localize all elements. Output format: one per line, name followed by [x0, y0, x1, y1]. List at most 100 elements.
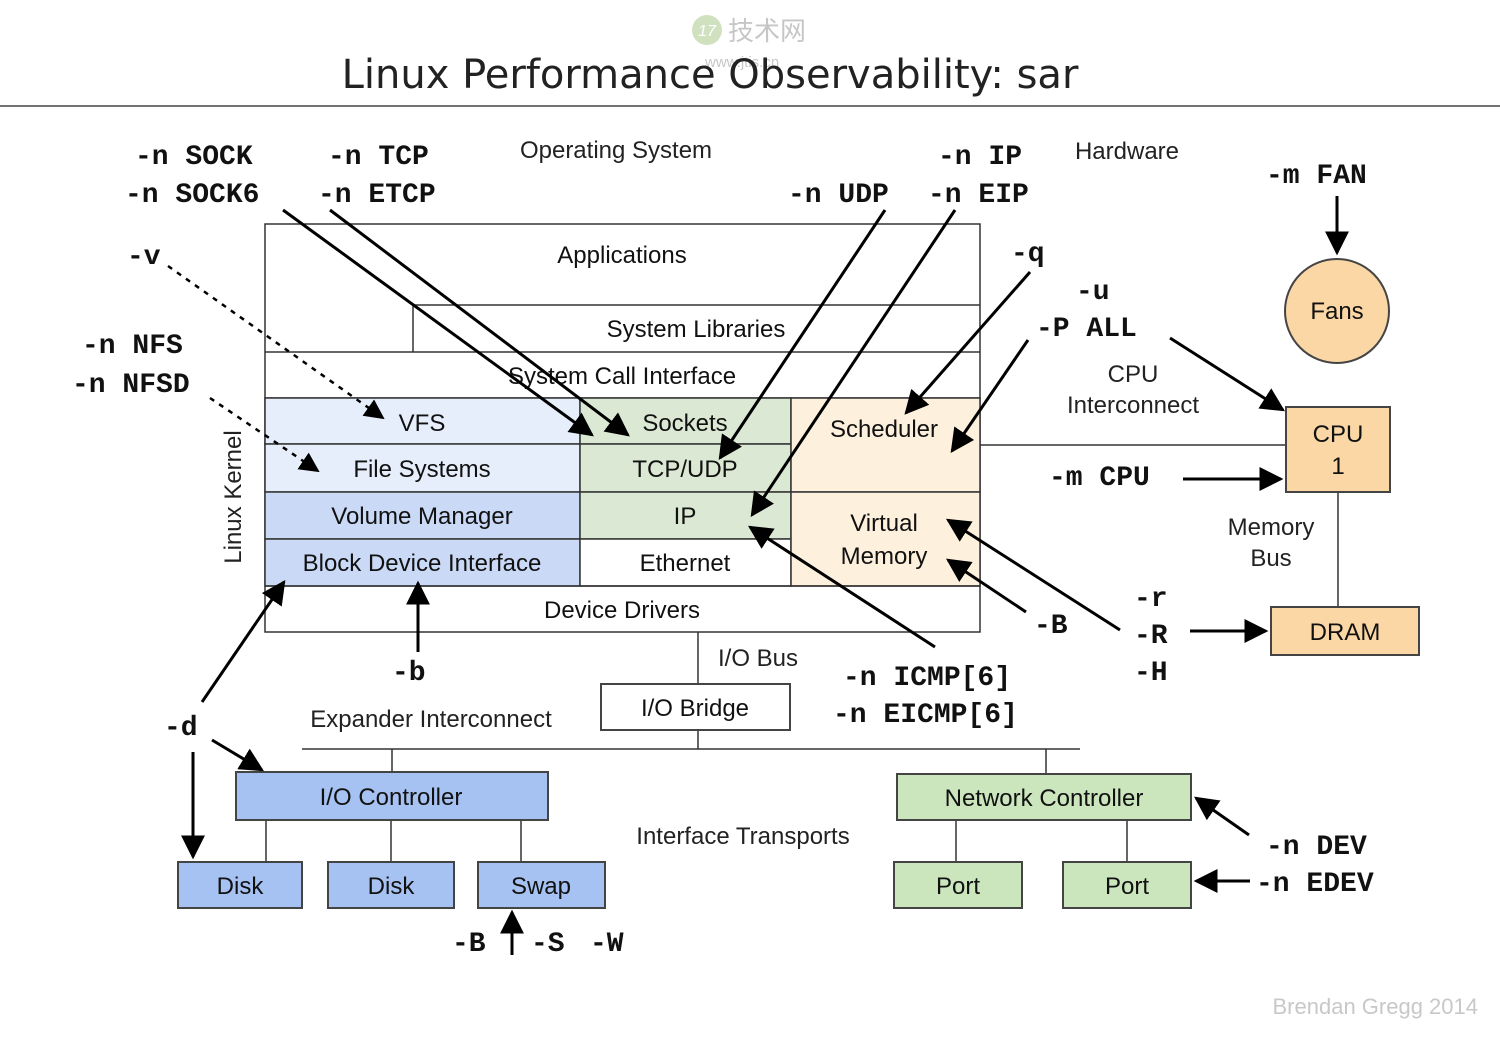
- disk-box-1: [177, 861, 303, 909]
- cpu-interconnect-label-1: CPU: [1108, 361, 1159, 388]
- io-controller-box: [235, 771, 549, 821]
- opt-m-fan: -m FAN: [1266, 161, 1367, 192]
- cpu-label-2: 1: [1331, 453, 1344, 480]
- tcp-udp-box: [579, 443, 792, 493]
- arrow-sock-to-sockets: [282, 208, 594, 437]
- network-controller-box: [896, 773, 1192, 821]
- opt-b-upper-vm: -B: [1034, 611, 1068, 642]
- opt-u: -u: [1076, 277, 1110, 308]
- memory-bus-label-1: Memory: [1228, 514, 1315, 541]
- ethernet-label: Ethernet: [640, 550, 731, 577]
- tcp-udp-label: TCP/UDP: [632, 456, 737, 483]
- disk-box-2: [327, 861, 455, 909]
- opt-m-cpu: -m CPU: [1049, 463, 1150, 494]
- watermark: 17 技术网 www.jtis.cn: [692, 15, 806, 71]
- block-device-interface-box: [264, 538, 581, 587]
- device-drivers-label: Device Drivers: [544, 597, 700, 624]
- linux-kernel-label: Linux Kernel: [220, 430, 247, 563]
- arrow-b-to-vm: [946, 558, 1027, 614]
- virtual-memory-label-2: Memory: [841, 543, 928, 570]
- opt-n-sock: -n SOCK: [135, 142, 253, 173]
- opt-swap-w: -W: [590, 929, 624, 960]
- cpu-label-1: CPU: [1313, 421, 1364, 448]
- opt-n-edev: -n EDEV: [1256, 869, 1374, 900]
- file-systems-label: File Systems: [353, 456, 490, 483]
- arrow-d-to-io-controller: [211, 738, 265, 772]
- page-title: Linux Performance Observability: sar: [342, 52, 1079, 98]
- fans-label: Fans: [1310, 298, 1363, 325]
- hardware-section-labels: CPU Interconnect Memory Bus I/O Bus Expa…: [310, 361, 1314, 850]
- opt-q: -q: [1011, 239, 1045, 270]
- arrow-udp-to-tcpudp: [718, 209, 887, 460]
- hardware-bus-lines: [265, 444, 1339, 862]
- opt-h-upper: -H: [1134, 658, 1168, 689]
- disk-label-1: Disk: [217, 873, 265, 900]
- arrow-r-to-vm: [945, 518, 1121, 632]
- swap-label: Swap: [511, 873, 571, 900]
- opt-n-nfs: -n NFS: [82, 331, 183, 362]
- interface-transports-label: Interface Transports: [636, 823, 849, 850]
- operating-system-label: Operating System: [520, 137, 712, 164]
- opt-n-ip: -n IP: [938, 142, 1022, 173]
- expander-interconnect-label: Expander Interconnect: [310, 706, 552, 733]
- block-device-interface-label: Block Device Interface: [303, 550, 542, 577]
- network-controller-label: Network Controller: [945, 785, 1144, 812]
- opt-swap-s: -S: [531, 929, 565, 960]
- system-call-interface-label: System Call Interface: [508, 363, 736, 390]
- cpu-box: [1285, 406, 1391, 493]
- opt-p-all: -P ALL: [1036, 314, 1137, 345]
- io-bus-label: I/O Bus: [718, 645, 798, 672]
- opt-n-eicmp: -n EICMP[6]: [833, 700, 1018, 731]
- opt-n-udp: -n UDP: [788, 180, 889, 211]
- opt-b-lower: -b: [392, 658, 426, 689]
- cpu-interconnect-label-2: Interconnect: [1067, 392, 1199, 419]
- ip-label: IP: [674, 503, 697, 530]
- watermark-logo-icon: [692, 15, 722, 45]
- port-box-2: [1062, 861, 1192, 909]
- opt-n-nfsd: -n NFSD: [72, 370, 190, 401]
- opt-n-eip: -n EIP: [928, 180, 1029, 211]
- port-label-1: Port: [936, 873, 980, 900]
- credit-text: Brendan Gregg 2014: [1273, 994, 1479, 1019]
- arrow-ip-to-ip: [750, 209, 957, 517]
- port-label-2: Port: [1105, 873, 1149, 900]
- opt-n-tcp: -n TCP: [328, 142, 429, 173]
- opt-swap-b: -B: [452, 929, 486, 960]
- opt-n-icmp: -n ICMP[6]: [843, 663, 1011, 694]
- arrow-d-to-block: [200, 580, 286, 703]
- volume-manager-label: Volume Manager: [331, 503, 512, 530]
- io-bridge-box: [600, 683, 791, 731]
- virtual-memory-label-1: Virtual: [850, 510, 918, 537]
- scheduler-label: Scheduler: [830, 416, 938, 443]
- opt-r-upper: -R: [1134, 621, 1168, 652]
- io-controller-label: I/O Controller: [320, 784, 463, 811]
- scheduler-box: [790, 397, 981, 493]
- opt-r-lower: -r: [1134, 584, 1168, 615]
- hardware-box-labels: Fans CPU 1 DRAM I/O Bridge I/O Controlle…: [217, 298, 1381, 900]
- opt-d: -d: [164, 713, 198, 744]
- dram-box: [1270, 606, 1420, 656]
- vfs-label: VFS: [399, 410, 446, 437]
- kernel-stack: [264, 223, 981, 633]
- watermark-url: www.jtis.cn: [704, 54, 779, 71]
- sar-options: -n SOCK -n SOCK6 -n TCP -n ETCP -n IP -n…: [72, 142, 1374, 960]
- arrow-tcp-to-tcpudp: [329, 208, 630, 437]
- hardware-label: Hardware: [1075, 138, 1179, 165]
- port-box-1: [893, 861, 1023, 909]
- system-libraries-label: System Libraries: [607, 316, 786, 343]
- applications-label: Applications: [557, 242, 686, 269]
- memory-bus-label-2: Bus: [1250, 545, 1291, 572]
- disk-label-2: Disk: [368, 873, 416, 900]
- hardware-boxes: [177, 258, 1420, 909]
- arrow-pall-to-scheduler: [950, 339, 1030, 453]
- fans-circle: [1284, 258, 1390, 364]
- opt-n-etcp: -n ETCP: [318, 180, 436, 211]
- svg-text:17: 17: [698, 23, 717, 40]
- arrow-q-to-scheduler: [904, 271, 1032, 415]
- dram-label: DRAM: [1310, 619, 1381, 646]
- io-bridge-label: I/O Bridge: [641, 695, 749, 722]
- sockets-label: Sockets: [642, 410, 727, 437]
- file-systems-box: [264, 443, 581, 493]
- opt-n-sock6: -n SOCK6: [125, 180, 259, 211]
